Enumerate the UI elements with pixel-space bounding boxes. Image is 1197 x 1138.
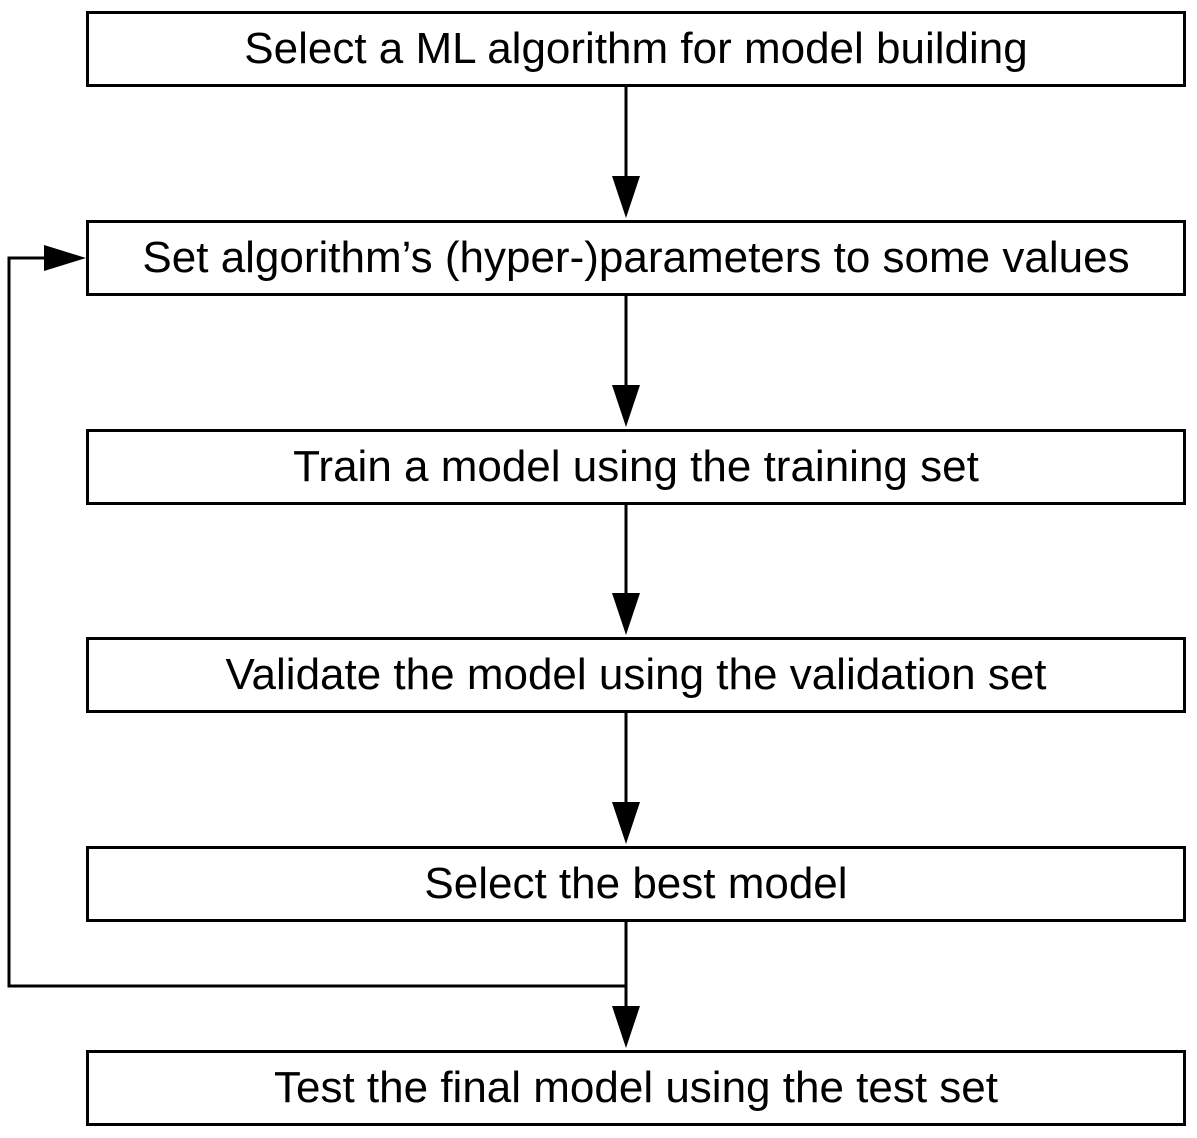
arrow-validate-to-select-best-head xyxy=(612,802,640,844)
arrow-select-to-set-params-head xyxy=(612,176,640,218)
step-train-model-box: Train a model using the training set xyxy=(86,429,1186,505)
step-test-final-model-box: Test the final model using the test set xyxy=(86,1050,1186,1126)
step-set-hyperparameters-box: Set algorithm’s (hyper-)parameters to so… xyxy=(86,220,1186,296)
step-train-model-label: Train a model using the training set xyxy=(293,442,979,491)
step-validate-model-label: Validate the model using the validation … xyxy=(225,650,1047,699)
step-select-algorithm-box: Select a ML algorithm for model building xyxy=(86,11,1186,87)
step-select-algorithm-label: Select a ML algorithm for model building xyxy=(244,24,1028,73)
step-set-hyperparameters-label: Set algorithm’s (hyper-)parameters to so… xyxy=(142,233,1130,282)
step-validate-model-box: Validate the model using the validation … xyxy=(86,637,1186,713)
step-select-best-model-box: Select the best model xyxy=(86,846,1186,922)
step-select-best-model-label: Select the best model xyxy=(424,859,848,908)
step-test-final-model-label: Test the final model using the test set xyxy=(274,1063,998,1112)
feedback-loop-arrow-head xyxy=(44,245,86,271)
feedback-loop-line xyxy=(7,256,626,988)
arrow-set-params-to-train-head xyxy=(612,385,640,427)
arrow-train-to-validate-head xyxy=(612,593,640,635)
arrow-select-best-to-test-head xyxy=(612,1006,640,1048)
